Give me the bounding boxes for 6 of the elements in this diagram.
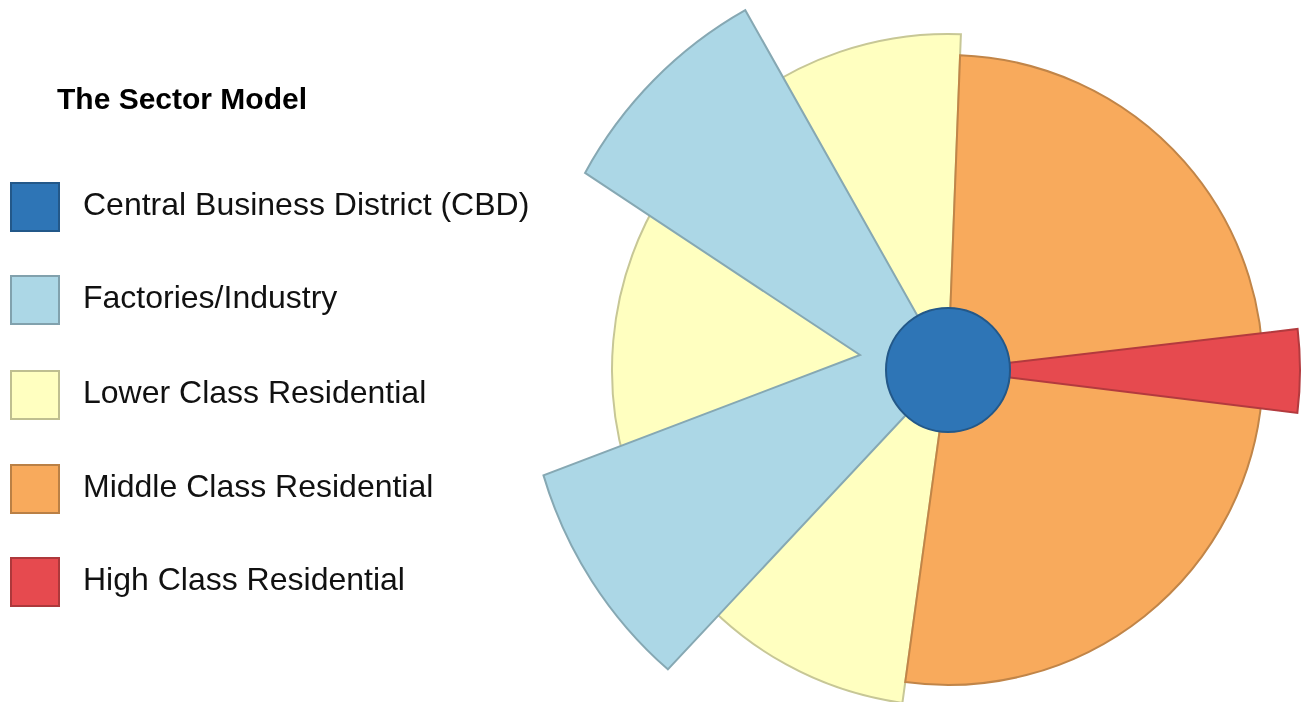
diagram-title: The Sector Model — [57, 82, 308, 116]
legend-label: Lower Class Residential — [83, 374, 427, 411]
legend-label: Factories/Industry — [83, 279, 338, 316]
legend-label: Central Business District (CBD) — [83, 186, 530, 223]
legend-label: High Class Residential — [83, 561, 405, 598]
legend-label: Middle Class Residential — [83, 468, 434, 505]
